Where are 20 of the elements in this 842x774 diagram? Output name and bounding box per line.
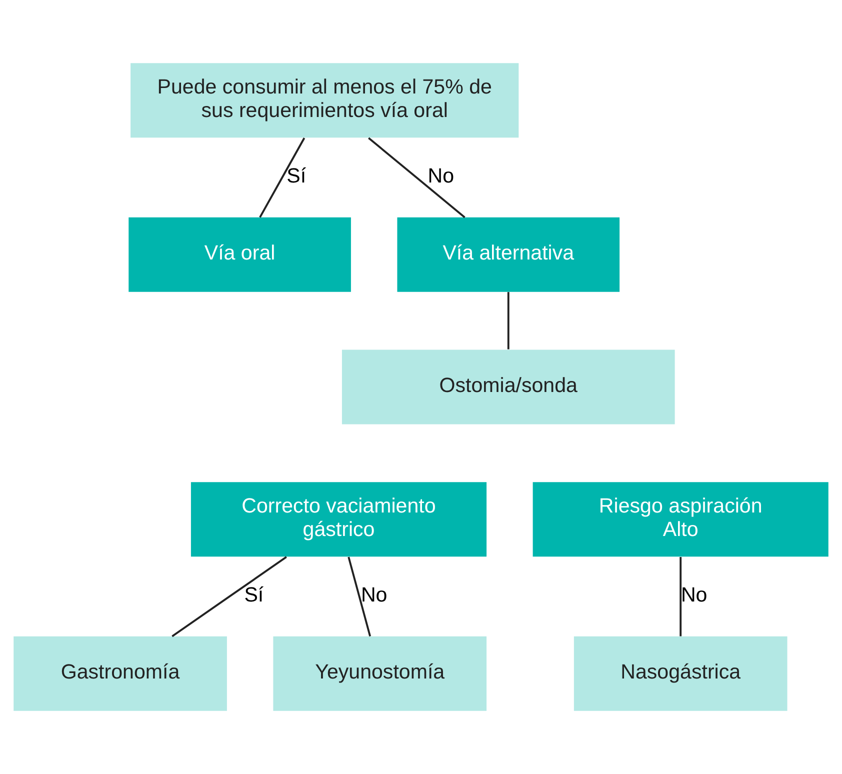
node-box: Ostomia/sonda xyxy=(342,350,675,424)
edge-label: No xyxy=(360,583,388,606)
connector xyxy=(348,556,372,637)
node-box: Vía oral xyxy=(128,217,351,292)
node-box: Yeyunostomía xyxy=(273,636,487,711)
node-box: Correcto vaciamiento gástrico xyxy=(190,482,487,557)
connector xyxy=(172,556,287,638)
node-box: Nasogástrica xyxy=(574,636,788,711)
connector xyxy=(507,292,510,350)
edge-label: Sí xyxy=(286,164,306,188)
connector xyxy=(368,137,466,218)
edge-label: No xyxy=(428,164,454,188)
edge-label: Sí xyxy=(244,583,264,606)
node-box: Puede consumir al menos el 75% de sus requerimientos vía oral xyxy=(130,63,519,138)
node-box: Vía alternativa xyxy=(397,217,620,292)
connector xyxy=(680,556,682,636)
edge-label: No xyxy=(680,583,708,606)
connector xyxy=(259,138,306,218)
node-box: Gastronomía xyxy=(14,636,227,711)
node-box: Riesgo aspiración Alto xyxy=(532,482,828,557)
